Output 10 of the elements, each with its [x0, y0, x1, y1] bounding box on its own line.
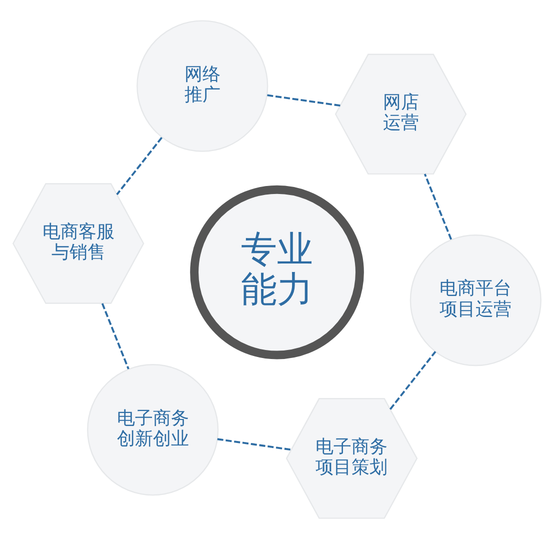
node-circle: 网络推广: [136, 20, 268, 152]
node-circle: 专业能力: [190, 185, 364, 360]
node-circle: 电商平台项目运营: [410, 234, 542, 366]
connector: [390, 351, 436, 410]
connector: [116, 137, 163, 196]
connector: [424, 174, 452, 240]
connector: [266, 94, 340, 107]
connector: [217, 438, 292, 451]
connector: [101, 303, 130, 370]
node-circle: 电子商务创新创业: [87, 364, 219, 496]
